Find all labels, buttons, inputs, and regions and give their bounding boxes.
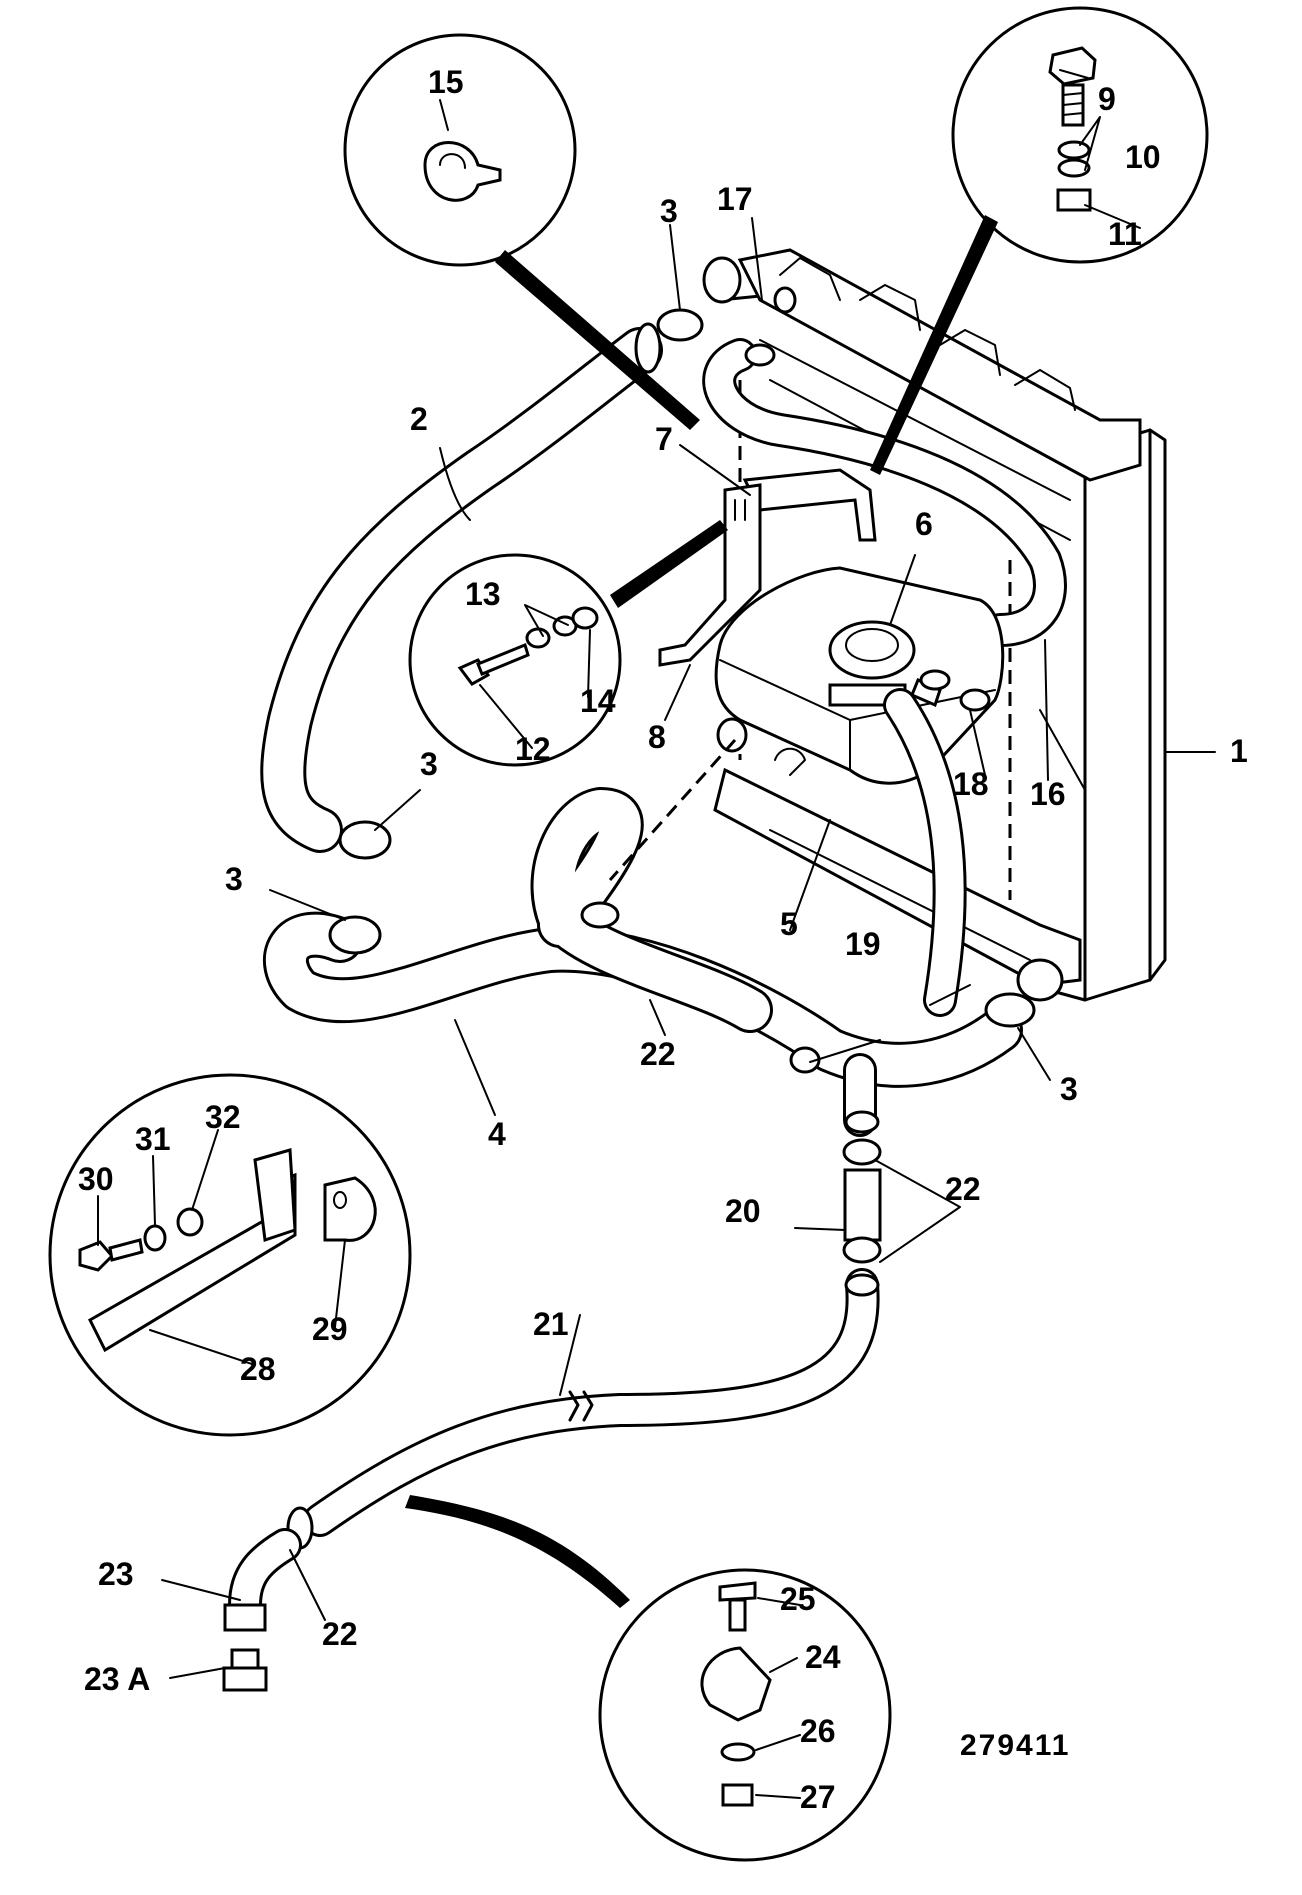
callout-1: 1 bbox=[1230, 733, 1248, 769]
callout-21: 21 bbox=[533, 1306, 569, 1342]
callout-5: 5 bbox=[780, 906, 798, 942]
callout-23: 23 bbox=[98, 1556, 134, 1592]
callout-28: 28 bbox=[240, 1351, 276, 1387]
callout-22c: 22 bbox=[322, 1616, 358, 1652]
callout-25: 25 bbox=[780, 1581, 816, 1617]
callout-13: 13 bbox=[465, 576, 501, 612]
reference-number: 279411 bbox=[960, 1729, 1070, 1762]
callout-3c: 3 bbox=[225, 861, 243, 897]
callout-10: 10 bbox=[1125, 139, 1161, 175]
callout-12: 12 bbox=[515, 731, 551, 767]
callout-32: 32 bbox=[205, 1099, 241, 1135]
callout-7: 7 bbox=[655, 421, 673, 457]
leader-lines bbox=[97, 69, 1216, 1799]
callout-labels: 1 2 3 3 3 3 4 5 6 7 8 9 10 11 12 13 14 1… bbox=[78, 64, 1248, 1815]
callout-19: 19 bbox=[845, 926, 881, 962]
callout-22a: 22 bbox=[640, 1036, 676, 1072]
callout-23a: 23 A bbox=[84, 1661, 150, 1697]
callout-3b: 3 bbox=[420, 746, 438, 782]
callout-4: 4 bbox=[488, 1116, 506, 1152]
hose-clips bbox=[328, 308, 1036, 1028]
callout-11: 11 bbox=[1108, 216, 1142, 252]
overflow-hose bbox=[702, 338, 1067, 647]
callout-16: 16 bbox=[1030, 776, 1066, 812]
callout-29: 29 bbox=[312, 1311, 348, 1347]
callout-27: 27 bbox=[800, 1779, 836, 1815]
drain-fitting bbox=[222, 1528, 302, 1692]
callout-31: 31 bbox=[135, 1121, 171, 1157]
callout-24: 24 bbox=[805, 1639, 841, 1675]
mounting-brackets bbox=[658, 468, 877, 667]
callout-18: 18 bbox=[953, 766, 989, 802]
bottom-hose bbox=[263, 739, 1023, 1137]
callout-22b: 22 bbox=[945, 1171, 981, 1207]
callout-20: 20 bbox=[725, 1193, 761, 1229]
callout-3d: 3 bbox=[1060, 1071, 1078, 1107]
callout-30: 30 bbox=[78, 1161, 114, 1197]
callout-2: 2 bbox=[410, 401, 428, 437]
callout-3a: 3 bbox=[660, 193, 678, 229]
callout-26: 26 bbox=[800, 1713, 836, 1749]
expansion-tank bbox=[714, 566, 1005, 785]
callout-14: 14 bbox=[580, 683, 616, 719]
callout-8: 8 bbox=[648, 719, 666, 755]
top-hose bbox=[260, 322, 663, 853]
detail-circle-bolt bbox=[870, 6, 1209, 475]
callout-6: 6 bbox=[915, 506, 933, 542]
detail-circle-hose-clip bbox=[405, 1495, 892, 1862]
vent-pipe bbox=[883, 688, 967, 1017]
callout-15: 15 bbox=[428, 64, 464, 100]
lower-hoses bbox=[286, 1138, 882, 1550]
detail-circle-clip bbox=[343, 33, 700, 430]
callout-17: 17 bbox=[717, 181, 753, 217]
callout-9: 9 bbox=[1098, 81, 1116, 117]
detail-circle-mount bbox=[48, 1073, 412, 1437]
detail-circle-bracket-bolt bbox=[408, 520, 728, 767]
